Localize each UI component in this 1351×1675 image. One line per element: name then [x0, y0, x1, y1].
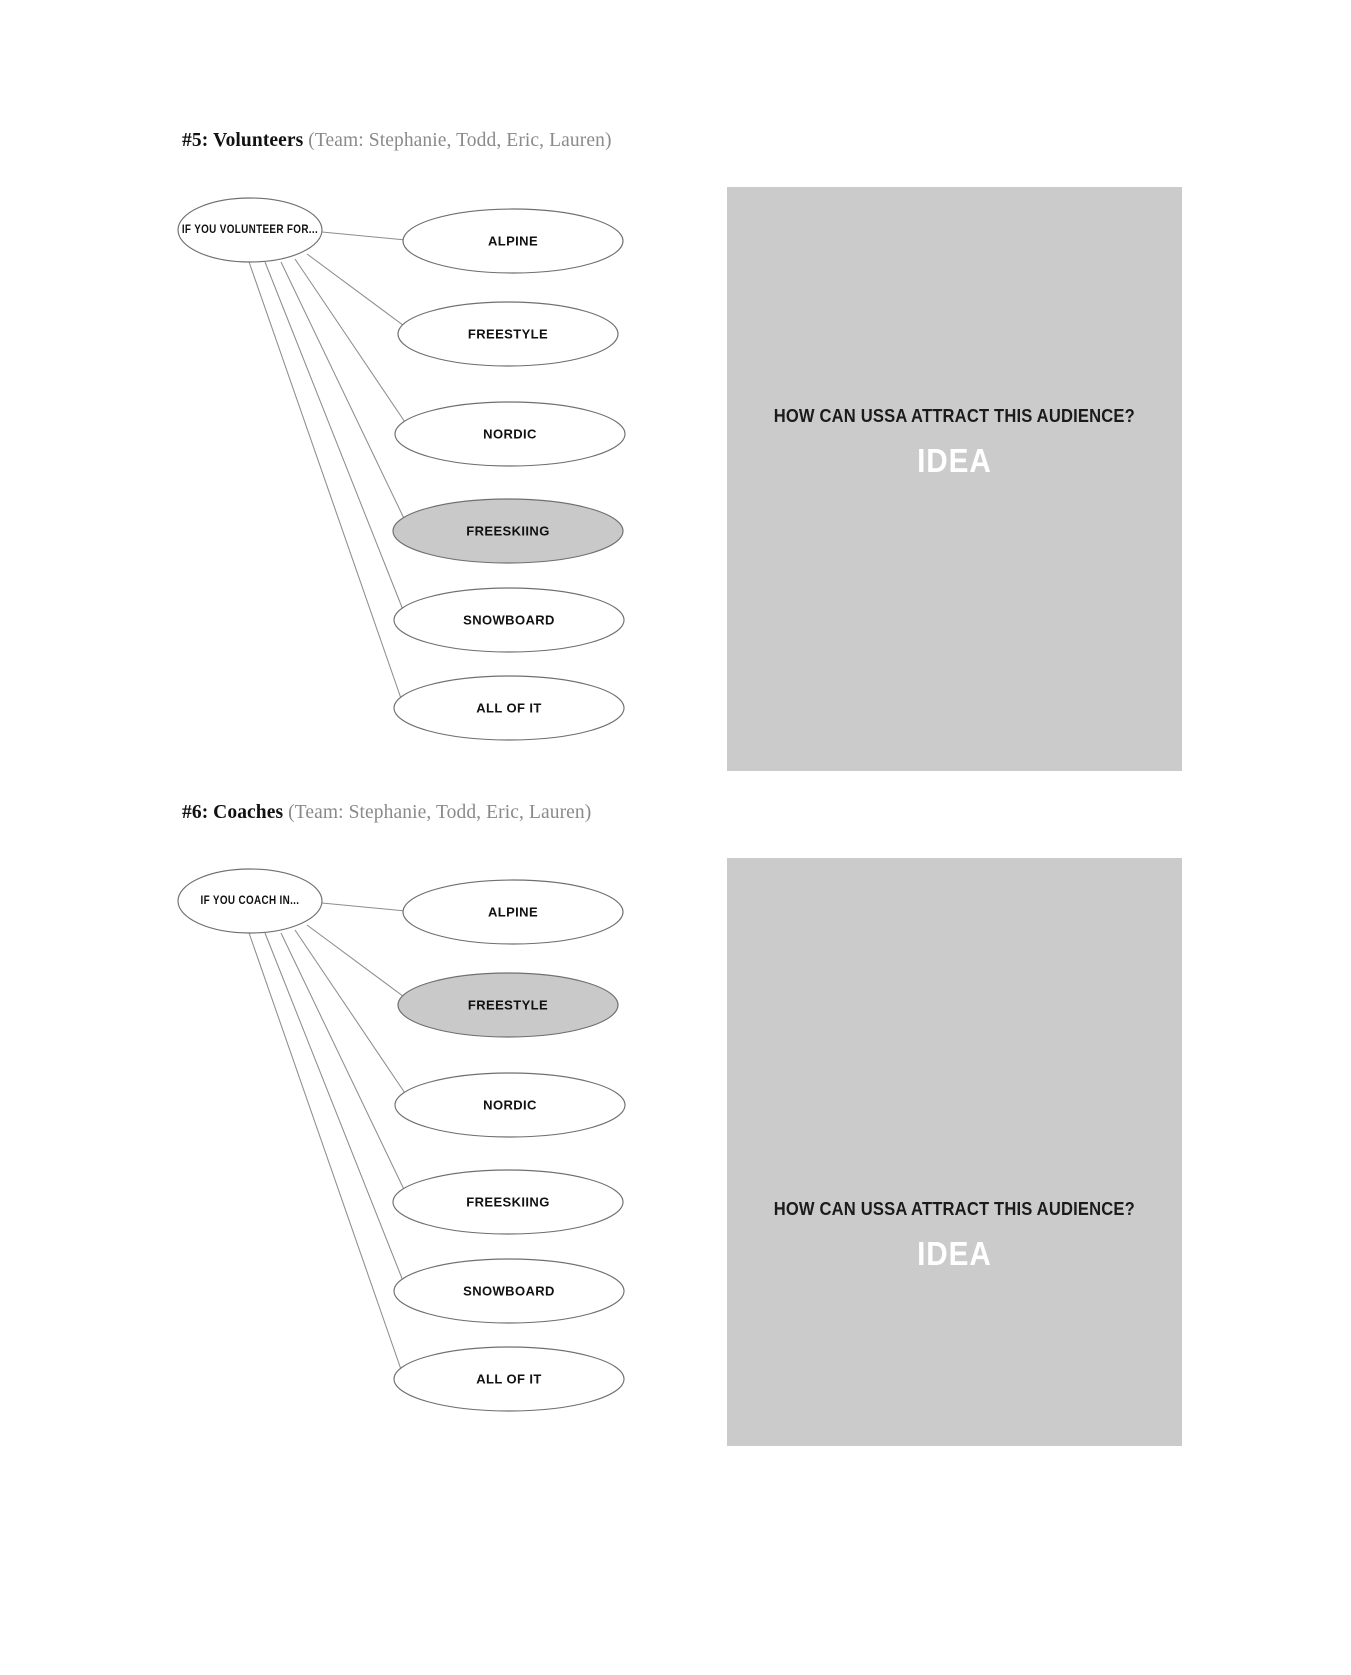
node-freestyle[interactable]: FREESTYLE [397, 972, 619, 1038]
node-label-alpine: ALPINE [488, 904, 538, 919]
node-ellipse-snowboard[interactable] [393, 1258, 625, 1324]
section-title: Volunteers [213, 130, 304, 151]
node-all-of-it[interactable]: ALL OF IT [393, 1346, 625, 1412]
node-snowboard[interactable]: SNOWBOARD [393, 587, 625, 653]
idea-question: HOW CAN USSA ATTRACT THIS AUDIENCE? [773, 1199, 1136, 1219]
node-alpine[interactable]: ALPINE [402, 208, 624, 274]
edge-root-to-nordic [294, 258, 414, 435]
node-label-freestyle: FREESTYLE [468, 326, 548, 341]
section-team: (Team: Stephanie, Todd, Eric, Lauren) [308, 130, 612, 151]
section-heading-volunteers: #5: Volunteers (Team: Stephanie, Todd, E… [182, 131, 612, 151]
node-label-nordic: NORDIC [483, 426, 537, 441]
node-label-freestyle: FREESTYLE [468, 997, 548, 1012]
node-ellipse-freeskiing[interactable] [392, 498, 624, 564]
node-label-snowboard: SNOWBOARD [463, 612, 555, 627]
node-root-coach[interactable]: IF YOU COACH IN... [177, 868, 323, 934]
edge-root-to-freeskiing [280, 261, 411, 532]
node-ellipse-all-of-it[interactable] [393, 675, 625, 741]
node-label-all-of-it: ALL OF IT [476, 700, 541, 715]
section-team: (Team: Stephanie, Todd, Eric, Lauren) [288, 802, 592, 823]
edge-root-to-freestyle [306, 253, 416, 335]
node-alpine[interactable]: ALPINE [402, 879, 624, 945]
node-label-all-of-it: ALL OF IT [476, 1371, 541, 1386]
diagram-coaches: IF YOU COACH IN... ALPINE FREESTYLE NORD… [176, 857, 656, 1427]
idea-word: IDEA [917, 442, 992, 479]
edge-root-to-freeskiing [280, 932, 411, 1203]
node-ellipse-nordic[interactable] [394, 1072, 626, 1138]
idea-panel-content: HOW CAN USSA ATTRACT THIS AUDIENCE? IDEA [758, 1199, 1151, 1273]
node-ellipse-freestyle[interactable] [397, 301, 619, 367]
node-snowboard[interactable]: SNOWBOARD [393, 1258, 625, 1324]
section-number: #6: [182, 802, 209, 823]
node-freeskiing[interactable]: FREESKIING [392, 498, 624, 564]
node-ellipse-nordic[interactable] [394, 401, 626, 467]
node-ellipse-alpine[interactable] [402, 879, 624, 945]
edge-root-to-nordic [294, 929, 414, 1106]
edge-root-to-snowboard [264, 261, 408, 621]
node-freestyle[interactable]: FREESTYLE [397, 301, 619, 367]
root-label: IF YOU COACH IN... [201, 894, 300, 907]
idea-panel-volunteers[interactable]: HOW CAN USSA ATTRACT THIS AUDIENCE? IDEA [727, 187, 1182, 771]
edge-root-to-freestyle [306, 924, 416, 1006]
section-title: Coaches [213, 802, 284, 823]
idea-question: HOW CAN USSA ATTRACT THIS AUDIENCE? [773, 406, 1136, 426]
edge-root-to-snowboard [264, 932, 408, 1292]
idea-panel-coaches[interactable]: HOW CAN USSA ATTRACT THIS AUDIENCE? IDEA [727, 858, 1182, 1446]
root-ellipse[interactable] [177, 868, 323, 934]
node-freeskiing[interactable]: FREESKIING [392, 1169, 624, 1235]
root-ellipse[interactable] [177, 197, 323, 263]
node-label-snowboard: SNOWBOARD [463, 1283, 555, 1298]
root-label: IF YOU VOLUNTEER FOR... [182, 223, 318, 236]
diagram-volunteers: IF YOU VOLUNTEER FOR... ALPINE FREESTYLE… [176, 186, 656, 756]
edge-group [247, 902, 417, 1379]
idea-panel-content: HOW CAN USSA ATTRACT THIS AUDIENCE? IDEA [758, 406, 1151, 480]
node-ellipse-all-of-it[interactable] [393, 1346, 625, 1412]
edge-root-to-alpine [321, 902, 417, 913]
node-label-freeskiing: FREESKIING [466, 1194, 549, 1209]
node-all-of-it[interactable]: ALL OF IT [393, 675, 625, 741]
node-nordic[interactable]: NORDIC [394, 401, 626, 467]
node-label-alpine: ALPINE [488, 233, 538, 248]
node-root-volunteer[interactable]: IF YOU VOLUNTEER FOR... [177, 197, 323, 263]
node-label-freeskiing: FREESKIING [466, 523, 549, 538]
edge-root-to-alpine [321, 231, 417, 242]
node-nordic[interactable]: NORDIC [394, 1072, 626, 1138]
node-ellipse-freestyle[interactable] [397, 972, 619, 1038]
edge-root-to-allofit [247, 929, 405, 1379]
node-ellipse-snowboard[interactable] [393, 587, 625, 653]
node-ellipse-alpine[interactable] [402, 208, 624, 274]
section-heading-coaches: #6: Coaches (Team: Stephanie, Todd, Eric… [182, 803, 591, 823]
idea-word: IDEA [917, 1235, 992, 1272]
node-ellipse-freeskiing[interactable] [392, 1169, 624, 1235]
section-number: #5: [182, 130, 209, 151]
node-label-nordic: NORDIC [483, 1097, 537, 1112]
edge-root-to-allofit [247, 258, 405, 708]
edge-group [247, 231, 417, 708]
